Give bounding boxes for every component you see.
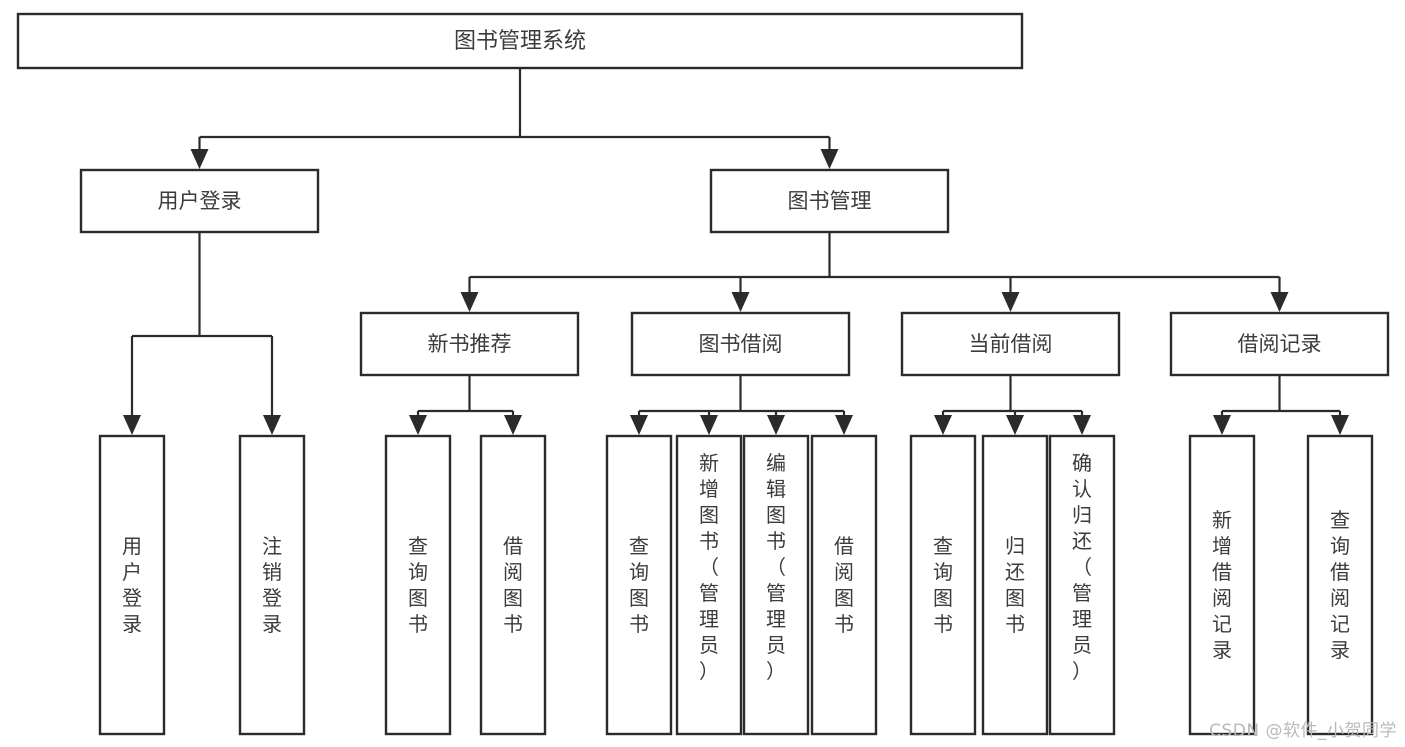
node-leaf-confirm-return-admin-label: 确认归还（管理员） <box>1072 451 1092 683</box>
arrow-to-book-borrow <box>731 292 750 312</box>
arrow-to-leaf-add-borrow-record <box>1213 415 1231 435</box>
node-leaf-borrow-book-rec[interactable]: 借阅图书 <box>479 434 547 736</box>
node-leaf-query-book-borrow-rect <box>605 434 673 736</box>
arrow-to-leaf-query-book-borrow <box>630 415 648 435</box>
node-leaf-query-borrow-record-rect <box>1306 434 1374 736</box>
node-leaf-user-login-label: 用户登录 <box>122 534 142 636</box>
arrow-to-leaf-return-book <box>1006 415 1024 435</box>
node-borrow-record-label: 借阅记录 <box>1238 332 1322 356</box>
node-leaf-confirm-return-admin[interactable]: 确认归还（管理员） <box>1048 434 1116 736</box>
node-borrow-record[interactable]: 借阅记录 <box>1169 311 1390 377</box>
node-book-management-label: 图书管理 <box>788 189 872 213</box>
node-leaf-return-book-label: 归还图书 <box>1005 534 1025 636</box>
arrow-to-leaf-borrow-book <box>835 415 853 435</box>
node-leaf-user-logout[interactable]: 注销登录 <box>238 434 306 736</box>
node-layer: 图书管理系统用户登录图书管理新书推荐图书借阅当前借阅借阅记录用户登录注销登录查询… <box>16 12 1390 736</box>
node-leaf-return-book[interactable]: 归还图书 <box>981 434 1049 736</box>
node-user-login-rect <box>79 168 320 234</box>
node-root-system-label: 图书管理系统 <box>454 29 586 54</box>
node-root-system-rect <box>16 12 1024 70</box>
node-leaf-borrow-book-rect <box>810 434 878 736</box>
arrow-to-current-borrow <box>1001 292 1020 312</box>
node-leaf-add-book-admin[interactable]: 新增图书（管理员） <box>675 434 743 736</box>
node-leaf-add-book-admin-label: 新增图书（管理员） <box>699 451 719 683</box>
node-new-book-recommend[interactable]: 新书推荐 <box>359 311 580 377</box>
node-leaf-return-book-rect <box>981 434 1049 736</box>
node-leaf-add-borrow-record-rect <box>1188 434 1256 736</box>
node-leaf-user-logout-rect <box>238 434 306 736</box>
node-leaf-confirm-return-admin-rect <box>1048 434 1116 736</box>
node-leaf-add-book-admin-rect <box>675 434 743 736</box>
node-new-book-recommend-rect <box>359 311 580 377</box>
node-leaf-query-book-borrow-label: 查询图书 <box>629 534 649 636</box>
arrow-to-user-login <box>190 149 209 169</box>
node-leaf-query-book-rec-rect <box>384 434 452 736</box>
node-leaf-query-book-borrow[interactable]: 查询图书 <box>605 434 673 736</box>
arrow-to-borrow-record <box>1270 292 1289 312</box>
node-leaf-query-book-rec-label: 查询图书 <box>408 534 428 636</box>
node-current-borrow[interactable]: 当前借阅 <box>900 311 1121 377</box>
node-book-management-rect <box>709 168 950 234</box>
node-book-borrow-rect <box>630 311 851 377</box>
node-leaf-edit-book-admin-label: 编辑图书（管理员） <box>766 451 786 683</box>
arrow-to-new-book-recommend <box>460 292 479 312</box>
node-leaf-user-login-rect <box>98 434 166 736</box>
node-root-system[interactable]: 图书管理系统 <box>16 12 1024 70</box>
node-current-borrow-rect <box>900 311 1121 377</box>
node-leaf-edit-book-admin[interactable]: 编辑图书（管理员） <box>742 434 810 736</box>
arrow-to-leaf-user-login <box>123 415 141 435</box>
arrow-to-leaf-edit-book-admin <box>767 415 785 435</box>
node-leaf-query-book-cur-label: 查询图书 <box>933 534 953 636</box>
arrow-to-leaf-query-borrow-record <box>1331 415 1349 435</box>
node-borrow-record-rect <box>1169 311 1390 377</box>
node-leaf-borrow-book-rec-rect <box>479 434 547 736</box>
arrow-to-leaf-user-logout <box>263 415 281 435</box>
node-user-login-label: 用户登录 <box>158 189 242 213</box>
node-user-login[interactable]: 用户登录 <box>79 168 320 234</box>
arrow-to-leaf-borrow-book-rec <box>504 415 522 435</box>
arrow-to-leaf-add-book-admin <box>700 415 718 435</box>
node-book-borrow-label: 图书借阅 <box>699 332 783 356</box>
node-book-borrow[interactable]: 图书借阅 <box>630 311 851 377</box>
node-leaf-borrow-book-label: 借阅图书 <box>834 534 854 636</box>
connector-layer <box>123 68 1349 435</box>
node-leaf-edit-book-admin-rect <box>742 434 810 736</box>
node-current-borrow-label: 当前借阅 <box>969 332 1053 356</box>
node-leaf-query-book-rec[interactable]: 查询图书 <box>384 434 452 736</box>
node-leaf-user-login[interactable]: 用户登录 <box>98 434 166 736</box>
node-leaf-query-book-cur[interactable]: 查询图书 <box>909 434 977 736</box>
watermark-text: CSDN @软件_小贺同学 <box>1209 721 1397 741</box>
arrow-to-leaf-confirm-return-admin <box>1073 415 1091 435</box>
node-leaf-user-logout-label: 注销登录 <box>262 534 282 636</box>
node-leaf-add-borrow-record-label: 新增借阅记录 <box>1212 508 1232 662</box>
arrow-to-leaf-query-book-rec <box>409 415 427 435</box>
node-leaf-query-borrow-record[interactable]: 查询借阅记录 <box>1306 434 1374 736</box>
node-leaf-query-borrow-record-label: 查询借阅记录 <box>1330 508 1350 662</box>
node-new-book-recommend-label: 新书推荐 <box>428 332 512 356</box>
node-book-management[interactable]: 图书管理 <box>709 168 950 234</box>
node-leaf-add-borrow-record[interactable]: 新增借阅记录 <box>1188 434 1256 736</box>
arrow-to-book-management <box>820 149 839 169</box>
node-leaf-borrow-book-rec-label: 借阅图书 <box>503 534 523 636</box>
node-leaf-borrow-book[interactable]: 借阅图书 <box>810 434 878 736</box>
arrow-to-leaf-query-book-cur <box>934 415 952 435</box>
node-leaf-query-book-cur-rect <box>909 434 977 736</box>
